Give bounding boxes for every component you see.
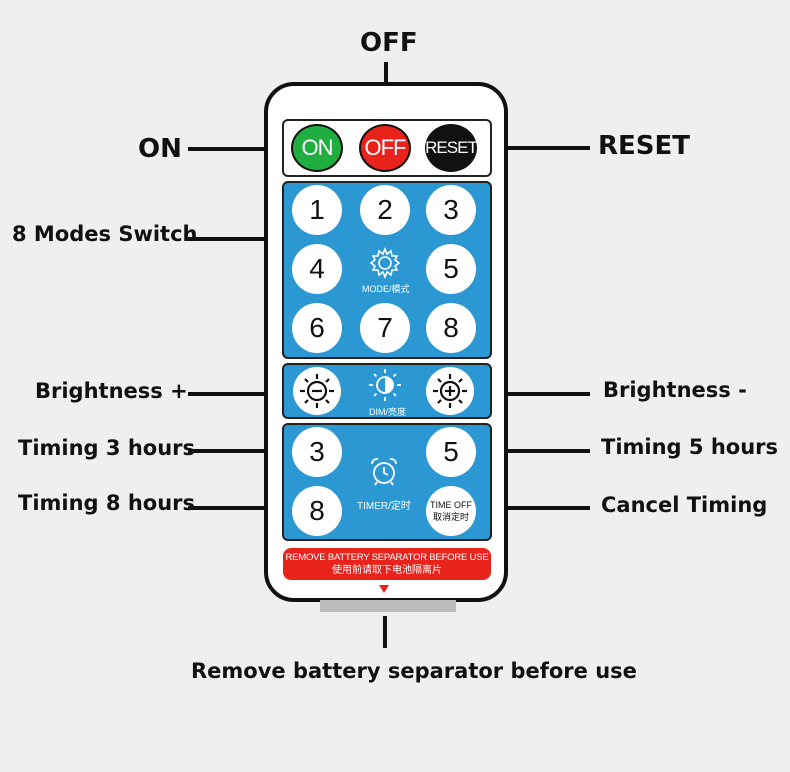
dim-caption: DIM/亮度 <box>369 407 406 417</box>
brightness-up-button[interactable] <box>293 367 341 415</box>
leader-brightness-plus <box>188 392 284 396</box>
on-button[interactable]: ON <box>291 124 343 172</box>
label-timing-5: Timing 5 hours <box>601 435 779 459</box>
label-timing-8: Timing 8 hours <box>18 491 196 515</box>
timer-off-button[interactable]: TIME OFF 取消定时 <box>426 486 476 536</box>
mode-caption: MODE/模式 <box>362 284 410 294</box>
mode-button-5[interactable]: 5 <box>426 244 476 294</box>
triangle-down-icon <box>379 585 389 593</box>
warning-text-en: REMOVE BATTERY SEPARATOR BEFORE USE <box>285 552 489 563</box>
label-on: ON <box>138 134 182 164</box>
mode-button-6[interactable]: 6 <box>292 303 342 353</box>
battery-warning-banner: REMOVE BATTERY SEPARATOR BEFORE USE 使用前请… <box>283 548 491 580</box>
brightness-down-button[interactable] <box>426 367 474 415</box>
reset-button[interactable]: RESET <box>425 124 478 172</box>
label-cancel-timing: Cancel Timing <box>601 493 768 517</box>
label-brightness-plus: Brightness + <box>35 379 188 403</box>
sun-half-icon <box>367 367 403 403</box>
sun-plus-icon <box>433 374 467 408</box>
leader-brightness-minus <box>490 392 590 396</box>
mode-button-7[interactable]: 7 <box>360 303 410 353</box>
leader-reset <box>490 146 590 150</box>
timer-5h-button[interactable]: 5 <box>426 427 476 477</box>
leader-on <box>188 147 284 151</box>
off-button[interactable]: OFF <box>359 124 411 172</box>
label-brightness-minus: Brightness - <box>603 378 747 402</box>
mode-button-8[interactable]: 8 <box>426 303 476 353</box>
mode-button-4[interactable]: 4 <box>292 244 342 294</box>
warning-text-cn: 使用前请取下电池隔离片 <box>332 565 442 576</box>
leader-timing-8 <box>188 506 284 510</box>
timer-caption: TIMER/定时 <box>357 501 411 512</box>
timer-8h-button[interactable]: 8 <box>292 486 342 536</box>
mode-button-2[interactable]: 2 <box>360 185 410 235</box>
timer-off-label-en: TIME OFF <box>430 500 472 510</box>
alarm-clock-icon <box>368 456 400 488</box>
label-reset: RESET <box>598 131 691 161</box>
sun-minus-icon <box>300 374 334 408</box>
label-timing-3: Timing 3 hours <box>18 436 196 460</box>
leader-timing-3 <box>188 449 284 453</box>
leader-modes <box>188 237 284 241</box>
timer-3h-button[interactable]: 3 <box>292 427 342 477</box>
battery-separator-tab[interactable] <box>320 600 456 612</box>
leader-cancel-timing <box>490 506 590 510</box>
leader-timing-5 <box>490 449 590 453</box>
label-off: OFF <box>360 28 418 58</box>
gear-icon <box>368 246 402 280</box>
label-modes: 8 Modes Switch <box>12 222 198 246</box>
mode-button-1[interactable]: 1 <box>292 185 342 235</box>
label-separator: Remove battery separator before use <box>191 659 637 683</box>
timer-off-label-cn: 取消定时 <box>432 512 469 522</box>
leader-separator <box>383 616 387 648</box>
mode-button-3[interactable]: 3 <box>426 185 476 235</box>
